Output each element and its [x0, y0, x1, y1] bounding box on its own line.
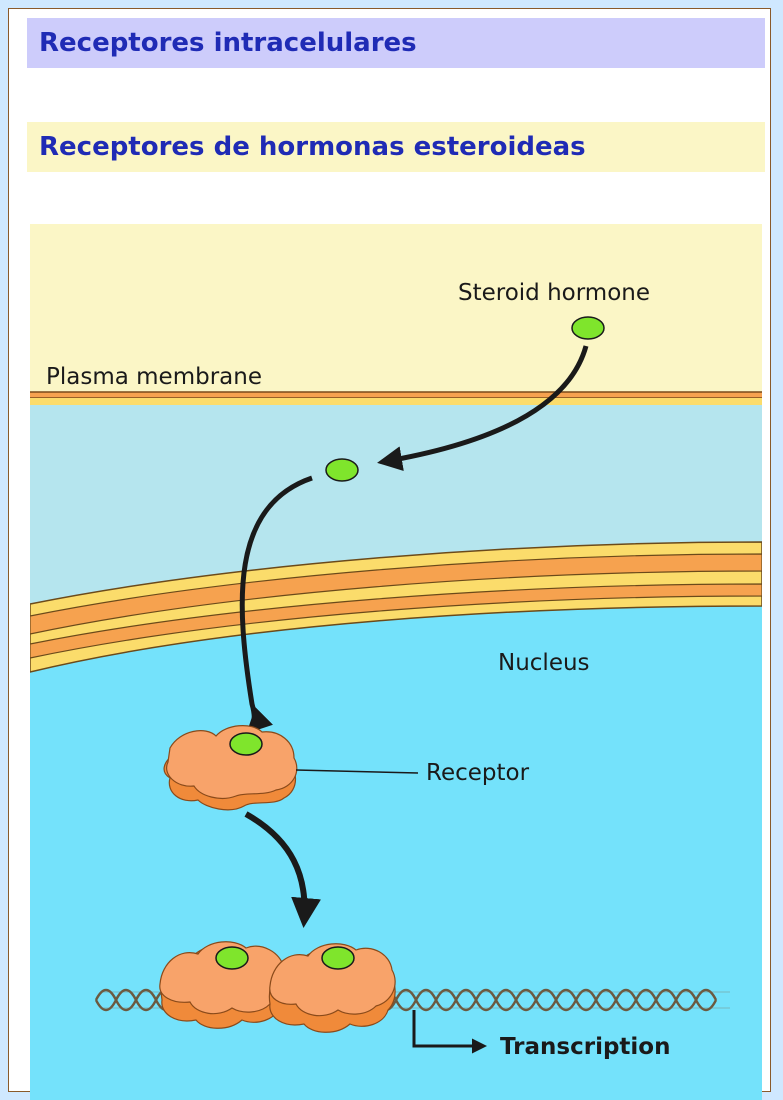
plasma-membrane — [30, 392, 762, 405]
hormone-extracellular — [572, 317, 604, 339]
hormone-dimer-left — [216, 947, 248, 969]
label-receptor: Receptor — [426, 760, 530, 786]
label-plasma-membrane: Plasma membrane — [46, 364, 262, 390]
slide-subtitle: Receptores de hormonas esteroideas — [27, 122, 765, 172]
label-transcription: Transcription — [500, 1034, 670, 1060]
hormone-dimer-right — [322, 947, 354, 969]
hormone-bound — [230, 733, 262, 755]
label-steroid-hormone: Steroid hormone — [458, 280, 650, 306]
nucleus-region — [30, 580, 762, 1100]
slide-title: Receptores intracelulares — [27, 18, 765, 68]
hormone-cytoplasm — [326, 459, 358, 481]
receptor-complex — [164, 726, 297, 810]
receptor-dimer — [160, 942, 395, 1033]
steroid-receptor-diagram: Steroid hormone Plasma membrane Nucleus … — [30, 224, 762, 1100]
label-nucleus: Nucleus — [498, 650, 590, 676]
